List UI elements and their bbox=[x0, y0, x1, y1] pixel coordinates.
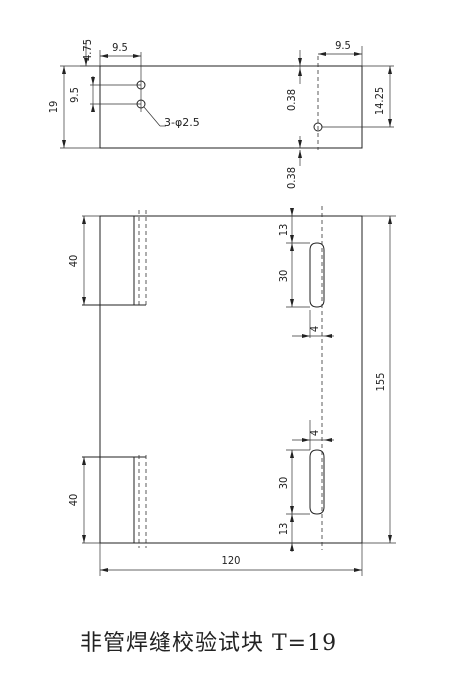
dim-notch-length-top: 30 bbox=[277, 270, 290, 283]
dim-notch-offset-bottom: 13 bbox=[277, 523, 290, 536]
dim-thickness: 19 bbox=[47, 101, 60, 114]
dim-notch-width-bottom: 4 bbox=[308, 430, 321, 436]
dim-notch-width-top: 4 bbox=[308, 326, 321, 332]
notch-bottom bbox=[309, 449, 325, 515]
dim-left-offset: 9.5 bbox=[112, 41, 128, 54]
drawing-title: 非管焊缝校验试块 T=19 bbox=[80, 631, 337, 656]
dim-right-offset: 9.5 bbox=[335, 39, 351, 52]
top-view: 4.75 9.5 9.5 9.5 19 3-φ2.5 bbox=[47, 39, 394, 189]
dim-notch-length-bottom: 30 bbox=[277, 477, 290, 490]
front-view-outline bbox=[99, 215, 363, 544]
dim-slot-length-bottom: 40 bbox=[67, 494, 80, 507]
notch-top bbox=[309, 242, 325, 308]
dim-notch-depth-upper: 0.38 bbox=[285, 89, 298, 111]
dim-width: 120 bbox=[222, 554, 241, 567]
dim-hole-spacing: 9.5 bbox=[68, 87, 81, 103]
top-view-outline bbox=[99, 65, 363, 149]
dim-notch-offset-top: 13 bbox=[277, 224, 290, 237]
front-view: 40 40 13 30 4 4 bbox=[67, 206, 396, 576]
hole-callout: 3-φ2.5 bbox=[164, 116, 200, 129]
dim-notch-depth-lower: 0.38 bbox=[285, 167, 298, 189]
dim-slot-length-top: 40 bbox=[67, 255, 80, 268]
dim-hole-depth-right: 14.25 bbox=[373, 87, 386, 115]
dim-height: 155 bbox=[374, 373, 387, 392]
dim-top-gap: 4.75 bbox=[81, 39, 94, 61]
